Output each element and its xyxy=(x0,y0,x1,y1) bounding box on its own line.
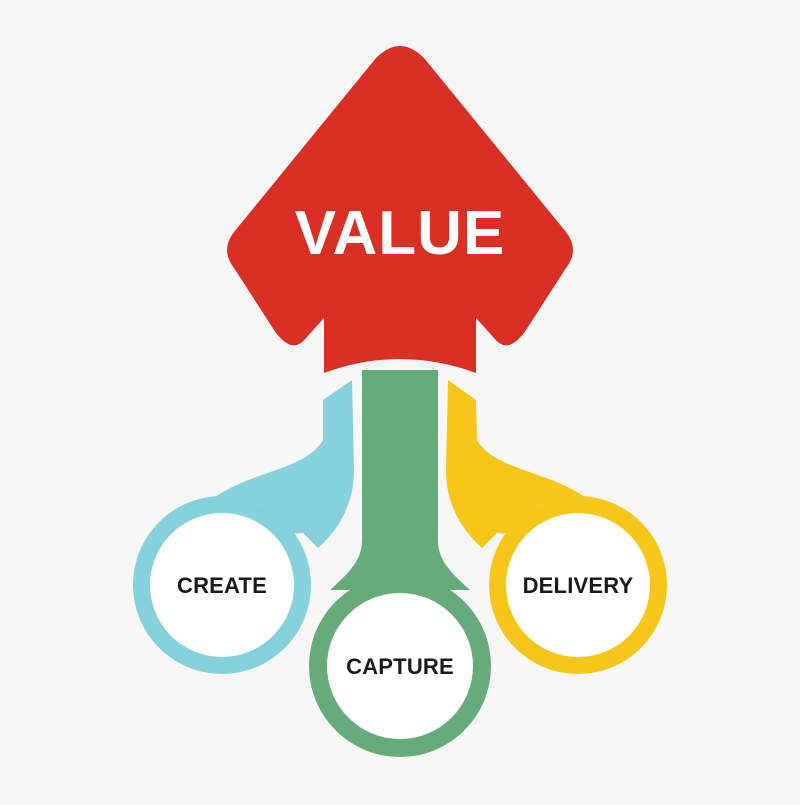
capture-node xyxy=(327,593,473,739)
delivery-branch xyxy=(446,380,667,674)
delivery-neck xyxy=(470,440,585,534)
create-label: CREATE xyxy=(177,573,267,598)
value-arrow: VALUE xyxy=(227,46,573,373)
delivery-label: DELIVERY xyxy=(523,573,634,598)
value-arrow-shape xyxy=(227,46,573,373)
create-neck xyxy=(215,440,330,534)
create-branch xyxy=(133,380,354,674)
delivery-stem xyxy=(446,380,500,548)
capture-label: CAPTURE xyxy=(346,654,454,679)
delivery-node xyxy=(506,513,650,657)
create-stem xyxy=(300,380,354,548)
value-title: VALUE xyxy=(295,199,506,268)
capture-stem xyxy=(330,370,470,590)
capture-branch xyxy=(309,370,491,757)
create-node xyxy=(150,513,294,657)
